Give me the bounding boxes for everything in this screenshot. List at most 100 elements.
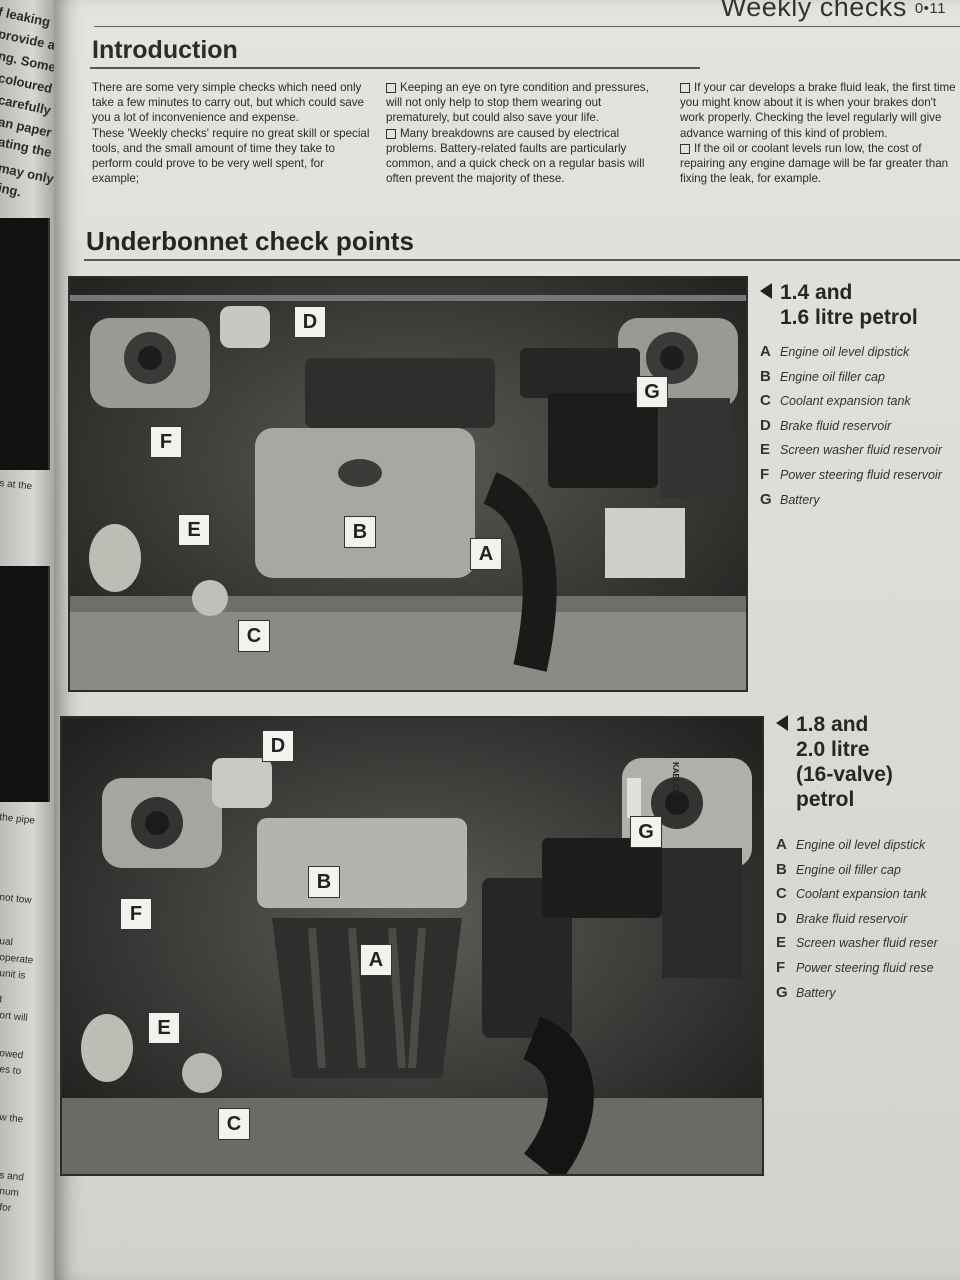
- legend-label: Battery: [796, 985, 836, 1000]
- paragraph-text: If your car develops a brake fluid leak,…: [680, 81, 956, 140]
- legend-key: B: [776, 860, 787, 878]
- callout-d: D: [262, 730, 294, 762]
- legend-label: Power steering fluid reservoir: [780, 467, 942, 482]
- title-line: 1.6 litre petrol: [780, 306, 918, 329]
- legend-label: Screen washer fluid reservoir: [780, 443, 942, 458]
- callout-b: B: [308, 866, 340, 898]
- legend-item: D Brake fluid reservoir: [760, 417, 942, 442]
- legend-key: A: [776, 836, 787, 853]
- engine-photo-1: [68, 276, 748, 692]
- section-name: Weekly checks: [720, 0, 907, 22]
- left-text-line: coloured: [0, 70, 54, 97]
- legend-label: Brake fluid reservoir: [796, 911, 908, 926]
- legend-key: G: [760, 490, 772, 508]
- checkbox-icon: [386, 82, 396, 93]
- legend-item: D Brake fluid reservoir: [776, 910, 938, 935]
- legend-key: E: [776, 934, 787, 952]
- legend-item: F Power steering fluid rese: [776, 959, 938, 984]
- left-text-line: provide a: [0, 26, 54, 53]
- title-line: (16-valve): [796, 763, 893, 786]
- intro-column-2: Keeping an eye on tyre condition and pre…: [386, 80, 664, 186]
- left-caption: s at the: [0, 478, 33, 493]
- callout-g: G: [636, 376, 668, 408]
- callout-a: A: [360, 944, 392, 976]
- callout-e: E: [148, 1012, 180, 1044]
- intro-column-1: There are some very simple checks which …: [92, 80, 370, 186]
- callout-e: E: [178, 514, 210, 546]
- manual-page: Weekly checks 0•11 Introduction There are…: [54, 0, 960, 1280]
- engine-bay-illustration: [70, 278, 746, 690]
- checkbox-icon: [386, 128, 396, 139]
- paragraph-text: If the oil or coolant levels run low, th…: [680, 141, 949, 186]
- bullet-paragraph: If the oil or coolant levels run low, th…: [680, 141, 956, 187]
- legend-key: A: [760, 343, 771, 360]
- left-text-line: ing.: [0, 180, 23, 200]
- paragraph-text: Many breakdowns are caused by electrical…: [386, 126, 645, 186]
- paragraph: These 'Weekly checks' require no great s…: [92, 126, 370, 186]
- legend-item: B Engine oil filler cap: [776, 861, 938, 886]
- paragraph-text: Keeping an eye on tyre condition and pre…: [386, 81, 649, 125]
- left-text-line: ort will: [0, 1010, 29, 1024]
- engine-1-title: 1.4 and 1.6 litre petrol: [760, 280, 918, 330]
- legend-key: F: [776, 958, 786, 976]
- legend-label: Engine oil level dipstick: [780, 345, 910, 359]
- legend-item: E Screen washer fluid reser: [776, 934, 938, 959]
- legend-item: C Coolant expansion tank: [776, 885, 938, 910]
- header-rule: [94, 26, 960, 27]
- left-text-line: carefully: [0, 92, 53, 118]
- left-text-line: w the: [0, 1112, 24, 1126]
- bullet-paragraph: Many breakdowns are caused by electrical…: [386, 126, 664, 187]
- section-rule: [84, 259, 960, 261]
- legend-label: Power steering fluid rese: [796, 960, 934, 975]
- callout-f: F: [150, 426, 182, 458]
- left-text-line: s and: [0, 1170, 25, 1184]
- legend-item: E Screen washer fluid reservoir: [760, 441, 942, 466]
- page-number: 0•11: [914, 0, 946, 18]
- callout-a: A: [470, 538, 502, 570]
- legend-item: C Coolant expansion tank: [760, 392, 942, 417]
- left-page-fragment: f leaking provide a ng. Some coloured ca…: [0, 0, 54, 1280]
- title-line: 1.4 and: [780, 281, 853, 304]
- title-line: petrol: [796, 788, 855, 811]
- legend-label: Engine oil filler cap: [796, 862, 901, 877]
- legend-key: E: [760, 441, 771, 459]
- paragraph: There are some very simple checks which …: [92, 81, 364, 125]
- legend-key: D: [776, 909, 787, 927]
- left-photo: [0, 218, 50, 470]
- running-head: Weekly checks 0•11: [721, 0, 946, 23]
- left-text-line: ual: [0, 936, 14, 949]
- pointer-left-icon: [776, 715, 788, 731]
- left-text-line: not tow: [0, 892, 33, 907]
- legend-key: D: [760, 416, 771, 434]
- checkbox-icon: [680, 82, 690, 93]
- legend-key: C: [760, 392, 771, 410]
- callout-c: C: [218, 1108, 250, 1140]
- bullet-paragraph: If your car develops a brake fluid leak,…: [680, 80, 956, 141]
- left-text-line: unit is: [0, 968, 26, 982]
- intro-column-3: If your car develops a brake fluid leak,…: [680, 80, 956, 186]
- bullet-paragraph: Keeping an eye on tyre condition and pre…: [386, 80, 664, 126]
- introduction-heading: Introduction: [92, 36, 238, 64]
- left-text-line: operate: [0, 952, 34, 967]
- legend-label: Coolant expansion tank: [796, 887, 927, 902]
- left-text-line: for: [0, 1202, 12, 1215]
- title-line: 1.8 and: [796, 713, 869, 736]
- left-caption: the pipe: [0, 812, 36, 827]
- photo-label: KAELER: [671, 762, 680, 795]
- callout-f: F: [120, 898, 152, 930]
- engine-bay-illustration: [62, 718, 762, 1174]
- legend-label: Brake fluid reservoir: [780, 418, 892, 433]
- engine-2-title: 1.8 and 2.0 litre (16-valve) petrol: [776, 712, 893, 812]
- left-text-line: es to: [0, 1064, 22, 1078]
- legend-key: C: [776, 885, 787, 903]
- legend-label: Screen washer fluid reser: [796, 936, 938, 951]
- callout-c: C: [238, 620, 270, 652]
- legend-label: Coolant expansion tank: [780, 394, 911, 409]
- left-text-line: owed: [0, 1048, 24, 1062]
